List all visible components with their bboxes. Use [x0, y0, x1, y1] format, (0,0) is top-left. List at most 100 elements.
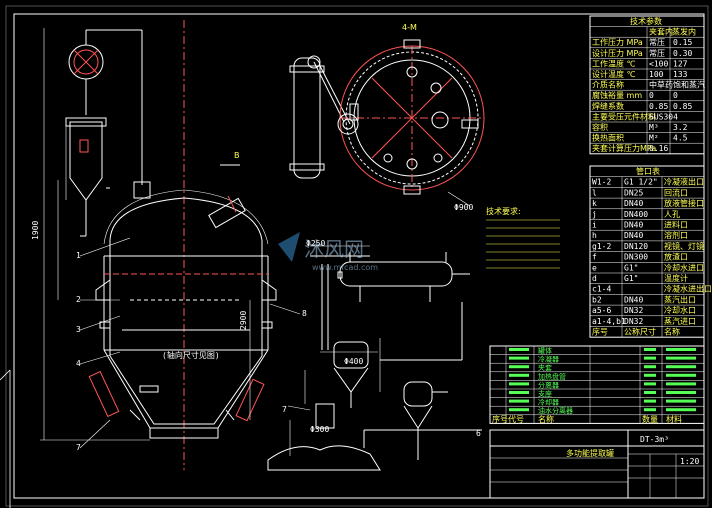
spec-row-value-a: M³ — [649, 123, 659, 132]
parts-header: 名称 — [538, 414, 554, 424]
title-text: 多功能提取罐 — [566, 448, 614, 458]
nozzle-code: a5-6 — [592, 306, 611, 315]
nozzle-name: 放液管接口 — [664, 198, 704, 208]
nozzle-code: c1-4 — [592, 285, 611, 294]
nozzle-name: 放渣口 — [664, 252, 688, 262]
nozzle-code: k — [592, 199, 597, 208]
nozzle-name: 回流口 — [664, 187, 688, 197]
nozzle-code: W1-2 — [592, 178, 611, 187]
svg-text:Φ900: Φ900 — [454, 203, 473, 212]
nozzle-code: h — [592, 231, 597, 240]
nozzle-size: DN40 — [624, 295, 643, 304]
spec-row-label: 容积 — [592, 122, 608, 132]
nozzle-name: 冷却水口 — [664, 305, 696, 315]
spec-row-label: 腐蚀裕量 mm — [592, 90, 642, 100]
parts-header: 数量 — [642, 414, 658, 424]
spec-row-label: 焊缝系数 — [592, 101, 624, 111]
watermark-url: www.mfcad.com — [312, 263, 378, 272]
nozzle-code: d — [592, 274, 597, 283]
edge-marks — [0, 369, 11, 508]
spec-header: 蒸发内 — [672, 27, 696, 37]
nozzle-name: 进料口 — [664, 220, 688, 230]
spec-row-value-b: 0 — [673, 91, 678, 100]
nozzle-size: DN32 — [624, 306, 643, 315]
nozzle-code: e — [592, 263, 597, 272]
svg-text:3: 3 — [76, 325, 81, 334]
parts-header: 序号 — [492, 414, 508, 424]
sheet-border — [5, 5, 709, 507]
spec-row-value-a: 中草药 — [649, 80, 673, 90]
spec-row-value-a: 常压 — [649, 49, 665, 58]
spec-row-label: 设计温度 ℃ — [592, 69, 636, 79]
spec-row-value-a: <100 — [649, 59, 668, 68]
spec-row-label: 工作压力 MPa — [592, 37, 643, 47]
spec-row-value-b: 饱和蒸汽 — [673, 80, 705, 90]
dim-vert-a: 1900 — [31, 221, 40, 240]
drawing-number: DT-3m³ — [640, 435, 669, 444]
nozzle-size: DN300 — [624, 253, 648, 262]
spec-row-label: 介质名称 — [592, 80, 624, 90]
nozzle-size: DN120 — [624, 242, 648, 251]
spec-row-label: 设计压力 MPa — [592, 48, 643, 58]
nozzle-size: G1" — [624, 274, 638, 283]
nozzle-code: l — [592, 188, 597, 197]
nozzle-table-title: 管口表 — [636, 166, 660, 176]
svg-text:4: 4 — [76, 359, 81, 368]
nozzle-name: 蒸汽出口 — [664, 294, 696, 304]
title-block: 多功能提取罐 DT-3m³ 1:20 — [489, 429, 705, 499]
nozzle-code: b2 — [592, 295, 602, 304]
part-name: 夹套 — [538, 363, 552, 372]
spec-row-value-a: M² — [649, 134, 659, 143]
spec-row-value-a: 0.16 — [649, 144, 668, 153]
spec-table-title: 技术参数 — [630, 16, 662, 26]
nozzle-code: a1-4,b1 — [592, 317, 626, 326]
scale-value: 1:20 — [680, 457, 699, 466]
spec-row-label: 工作温度 ℃ — [592, 58, 636, 68]
nozzle-name: 视镜、灯镜 — [664, 241, 704, 251]
nozzle-name: 溶剂口 — [664, 230, 688, 240]
svg-text:6: 6 — [476, 429, 481, 438]
spec-row-label: 主要受压元件材料 — [592, 111, 656, 121]
spec-row-value-a: 100 — [649, 70, 664, 79]
nozzle-name: 冷却水进口 — [664, 262, 704, 272]
spec-row-value-b: 0.85 — [673, 102, 692, 111]
dim-d300: Φ300 — [310, 425, 329, 434]
b-view-label: B — [234, 151, 240, 160]
nozzle-size: DN400 — [624, 210, 648, 219]
parts-header: 代号 — [508, 414, 524, 424]
spec-row-value-b: 0.30 — [673, 49, 692, 58]
nozzle-size: DN40 — [624, 221, 643, 230]
leader-labels: 1 2 3 4 7 8 — [76, 237, 307, 452]
spec-row-label: 夹套计算压力MPa — [592, 143, 656, 153]
dimension-lines: 1900 2900 B — [31, 28, 251, 441]
nozzle-code: g1-2 — [592, 242, 611, 251]
nozzle-code: i — [592, 221, 597, 230]
nozzle-size: DN25 — [624, 188, 643, 197]
nozzle-size: G1 1/2" — [624, 178, 658, 187]
spec-row-value-b: 0.15 — [673, 38, 692, 47]
spec-row-value-a: SUS304 — [649, 112, 678, 121]
part-name: 分离器 — [538, 380, 559, 389]
nozzle-name: 蒸汽进口 — [664, 316, 696, 326]
nozzle-name: 冷凝液出口 — [664, 177, 704, 187]
top-view-label: 4-M — [402, 23, 417, 32]
main-tank: (轴向尺寸见图) — [65, 20, 277, 470]
spec-row-value-b: 4.5 — [673, 134, 688, 143]
nozzle-code: j — [592, 210, 597, 219]
watermark-brand: 沐风网 — [304, 237, 364, 261]
part-name: 罐体 — [538, 346, 552, 355]
part-name: 支座 — [538, 389, 552, 398]
nozzle-size: DN32 — [624, 317, 643, 326]
dim-d400: Φ400 — [344, 357, 363, 366]
watermark: 沐风网 www.mfcad.com — [278, 232, 378, 272]
part-name: 冷却器 — [538, 398, 559, 407]
nozzle-size: DN40 — [624, 231, 643, 240]
svg-text:2: 2 — [76, 295, 81, 304]
spec-row-value-a: 常压 — [649, 38, 665, 47]
part-name: 油水分离器 — [538, 406, 573, 415]
nozzle-size: G1" — [624, 263, 638, 272]
svg-text:1: 1 — [76, 251, 81, 260]
nozzle-name: 温度计 — [664, 273, 688, 283]
